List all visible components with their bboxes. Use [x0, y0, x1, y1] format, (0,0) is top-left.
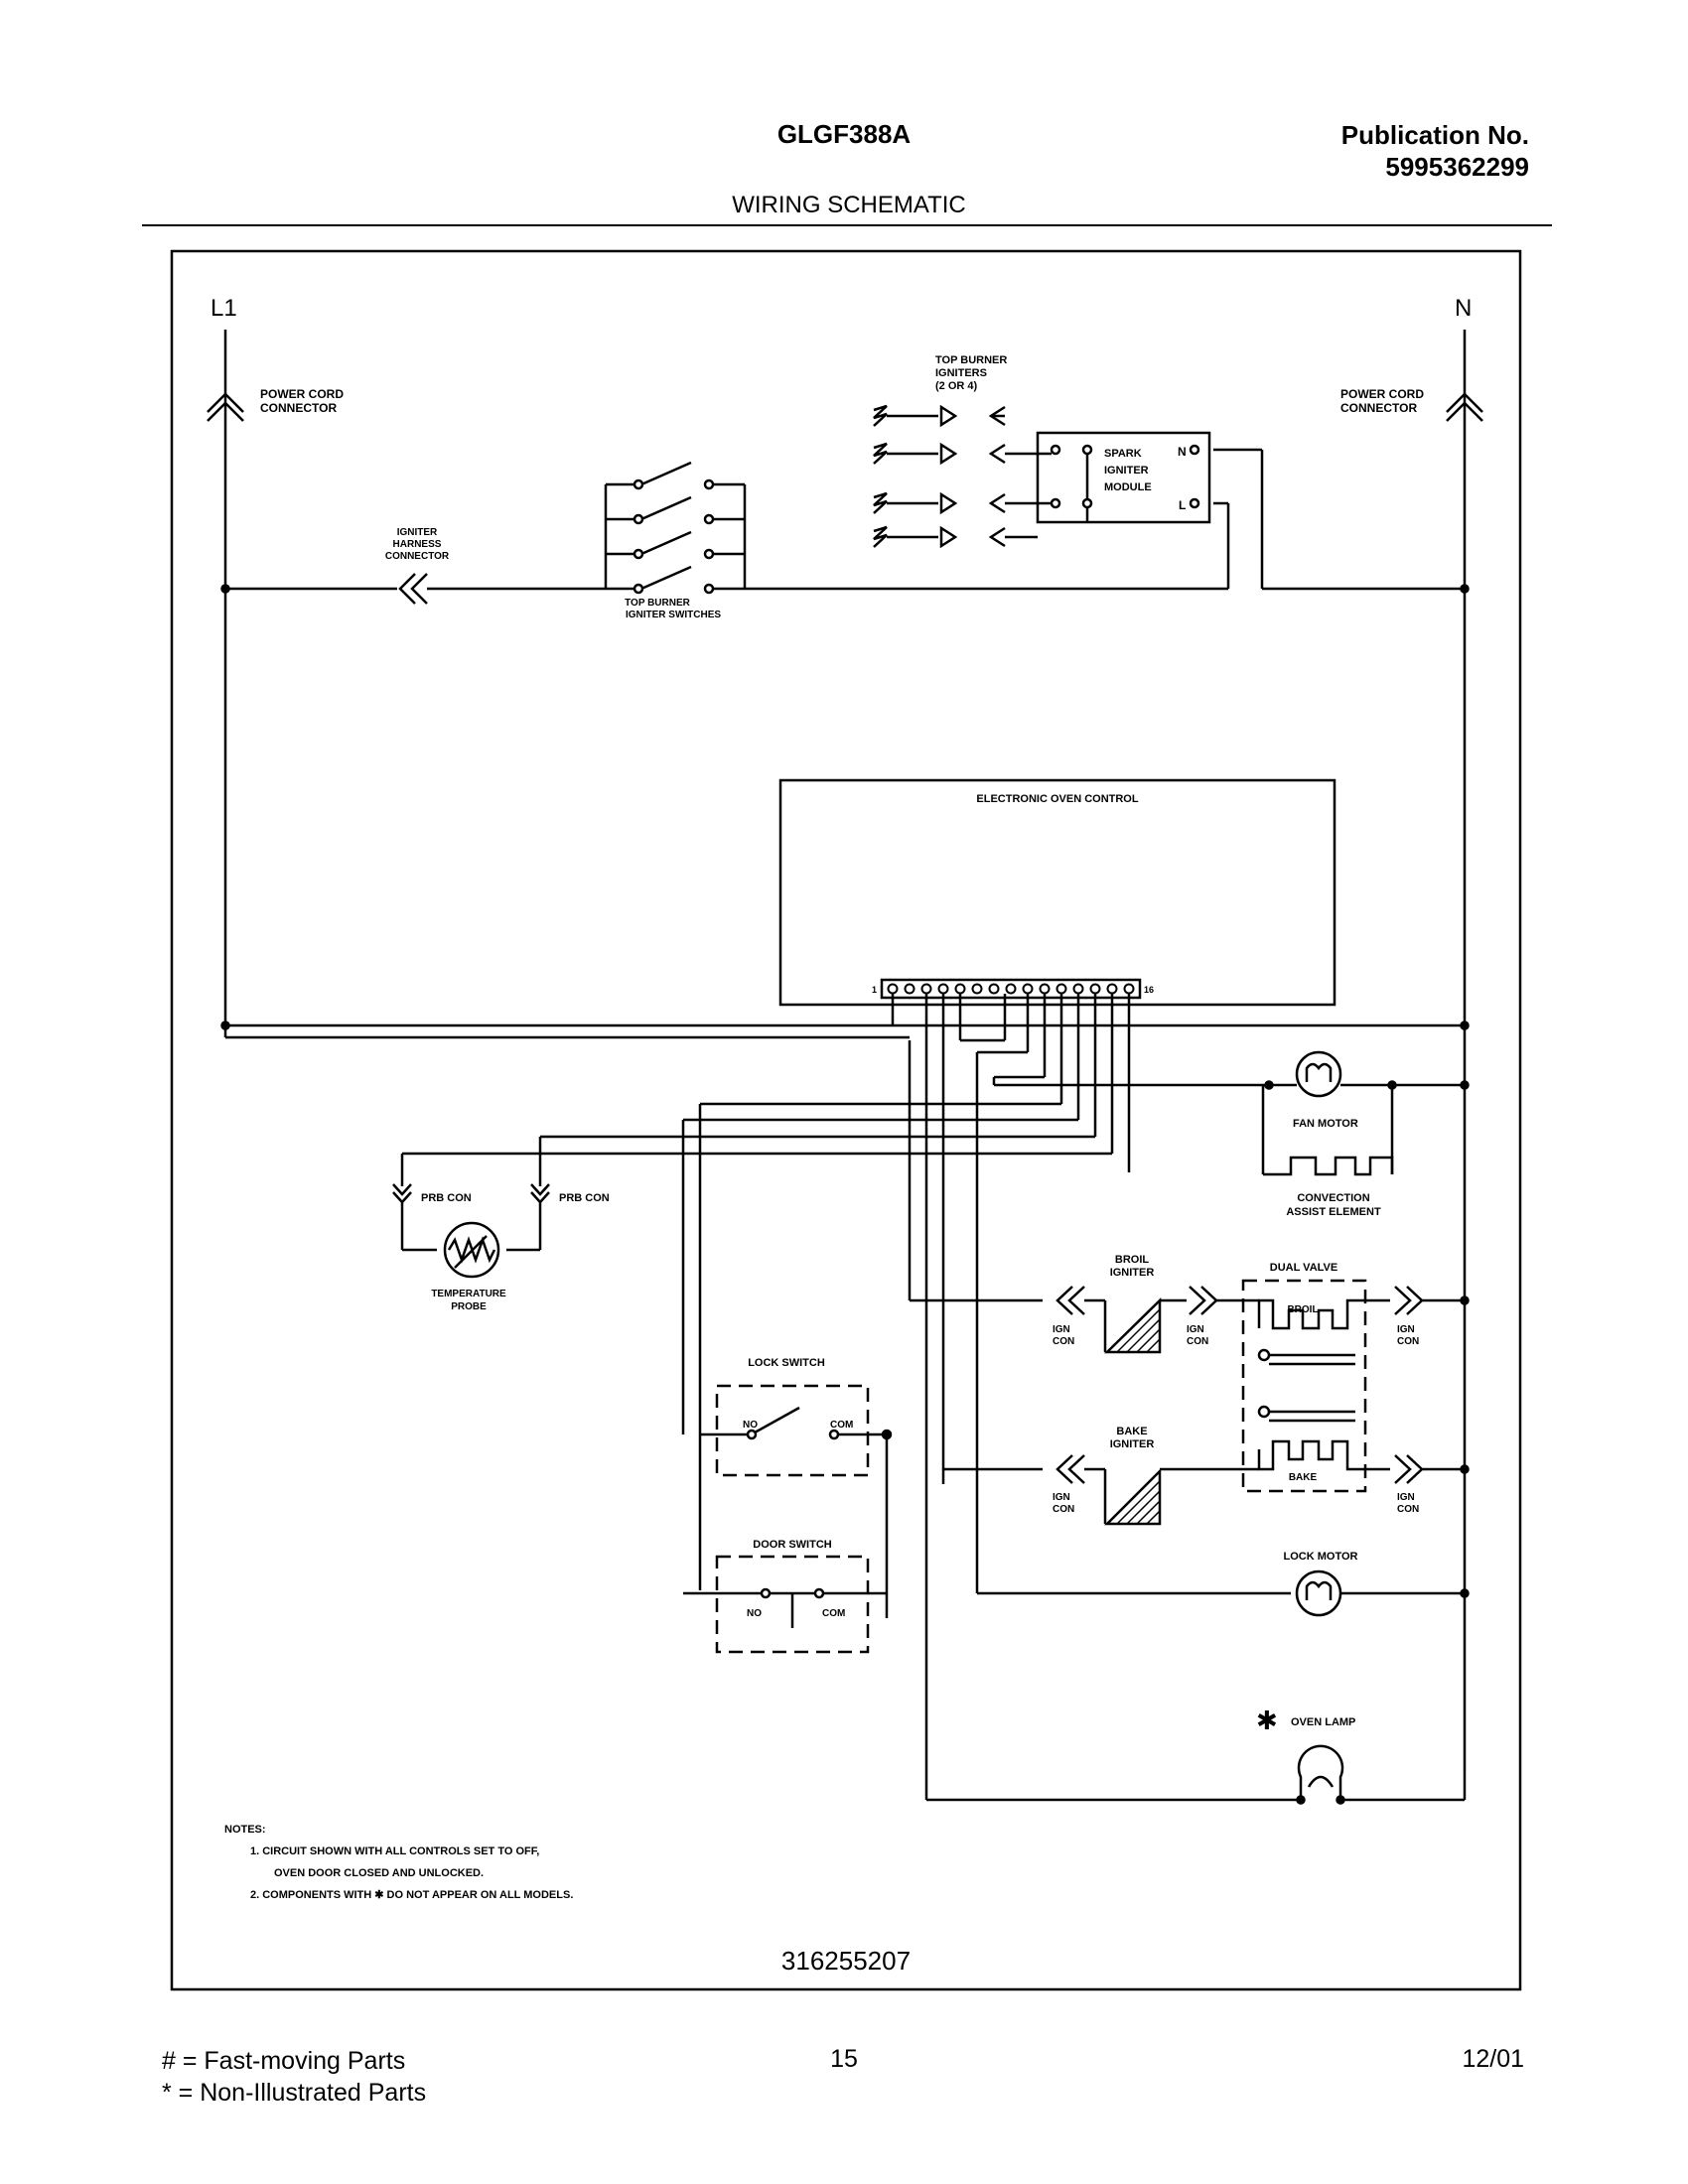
ign-con-3-line2: CON: [1397, 1336, 1419, 1347]
top-burner-switches-line1: TOP BURNER: [625, 598, 691, 609]
module-l-label: L: [1179, 498, 1186, 512]
door-switch: [715, 1555, 870, 1654]
door-switch-com-label: COM: [822, 1608, 845, 1619]
asterisk-icon: ✱: [1256, 1706, 1278, 1735]
header-rule: [142, 224, 1552, 226]
ign-con-3-line1: IGN: [1397, 1324, 1415, 1335]
note-line-1: 1. CIRCUIT SHOWN WITH ALL CONTROLS SET T…: [250, 1845, 539, 1857]
fan-motor-label: FAN MOTOR: [1293, 1118, 1358, 1130]
note-line-3: 2. COMPONENTS WITH ✱ DO NOT APPEAR ON AL…: [250, 1889, 573, 1901]
schematic-border: [170, 249, 1522, 1991]
igniter-harness-line2: HARNESS: [393, 539, 442, 550]
publication-label: Publication No.: [1340, 120, 1529, 150]
top-burner-igniters-line1: TOP BURNER: [935, 354, 1007, 366]
diagram-number: 316255207: [781, 1946, 911, 1976]
module-n-label: N: [1178, 445, 1187, 459]
publication-number: 5995362299: [1385, 152, 1529, 182]
dual-valve: [1241, 1279, 1367, 1493]
bake-igniter-line1: BAKE: [1116, 1426, 1147, 1437]
door-switch-no-label: NO: [747, 1608, 762, 1619]
ign-con-broil-mid: [1189, 1286, 1206, 1315]
l1-label: L1: [211, 295, 237, 322]
power-cord-left-line2: CONNECTOR: [260, 401, 337, 415]
footer-date: 12/01: [1462, 2045, 1524, 2073]
temp-probe-line2: PROBE: [451, 1301, 487, 1312]
power-cord-right-line2: CONNECTOR: [1340, 401, 1417, 415]
electronic-oven-control: [778, 778, 1336, 1007]
igniter-harness-connector: [398, 573, 416, 605]
broil-igniter-line1: BROIL: [1115, 1254, 1150, 1266]
top-burner-igniters: [873, 404, 1052, 549]
temp-probe-line1: TEMPERATURE: [431, 1289, 506, 1299]
top-burner-igniter-switches: [604, 461, 747, 595]
bake-coil: [1257, 1439, 1358, 1471]
ign-con-5-line2: CON: [1397, 1504, 1419, 1515]
top-burner-igniters-line3: (2 OR 4): [935, 380, 978, 392]
igniter-harness-line1: IGNITER: [397, 527, 438, 538]
n-label: N: [1455, 295, 1472, 322]
prb-con-left: [392, 1183, 412, 1196]
page-number: 15: [830, 2045, 858, 2073]
section-title: WIRING SCHEMATIC: [732, 192, 966, 218]
lock-switch-com-label: COM: [830, 1420, 853, 1431]
spark-module-line2: IGNITER: [1104, 465, 1149, 477]
igniter-harness-line3: CONNECTOR: [385, 551, 450, 562]
broil-igniter: [1103, 1297, 1162, 1354]
parts-legend: # = Fast-moving Parts * = Non-Illustrate…: [162, 2045, 426, 2109]
ign-con-broil-left: [1055, 1286, 1073, 1315]
spark-igniter-module: [1036, 431, 1211, 524]
broil-igniter-line2: IGNITER: [1110, 1267, 1155, 1279]
door-switch-label: DOOR SWITCH: [753, 1539, 831, 1551]
ign-con-4-line1: IGN: [1053, 1492, 1070, 1503]
bake-igniter: [1103, 1467, 1162, 1526]
lock-motor: [1295, 1570, 1342, 1617]
legend-fast-moving: # = Fast-moving Parts: [162, 2047, 406, 2075]
power-cord-connector-left: [207, 392, 244, 413]
convection-line2: ASSIST ELEMENT: [1286, 1206, 1381, 1218]
terminal-last-label: 16: [1144, 985, 1154, 995]
ign-con-bake-right: [1394, 1454, 1412, 1484]
broil-label: BROIL: [1287, 1304, 1318, 1315]
terminal-first-label: 1: [872, 985, 877, 995]
spark-module-line3: MODULE: [1104, 481, 1152, 493]
top-burner-igniters-line2: IGNITERS: [935, 367, 987, 379]
ign-con-2-line1: IGN: [1187, 1324, 1204, 1335]
legend-non-illustrated: * = Non-Illustrated Parts: [162, 2079, 427, 2107]
broil-coil: [1257, 1298, 1358, 1330]
power-cord-connector-right: [1446, 392, 1483, 413]
lock-switch: [715, 1384, 870, 1477]
lock-motor-label: LOCK MOTOR: [1284, 1551, 1358, 1563]
lock-switch-label: LOCK SWITCH: [748, 1357, 825, 1369]
oven-lamp: [1297, 1744, 1344, 1800]
top-burner-switches-line2: IGNITER SWITCHES: [626, 610, 721, 620]
fan-motor: [1295, 1050, 1342, 1098]
notes-title: NOTES:: [224, 1824, 266, 1836]
prb-con-left-label: PRB CON: [421, 1192, 472, 1204]
oven-lamp-label: OVEN LAMP: [1291, 1716, 1355, 1728]
oven-control-label: ELECTRONIC OVEN CONTROL: [976, 793, 1138, 805]
note-line-2: OVEN DOOR CLOSED AND UNLOCKED.: [274, 1867, 484, 1879]
ign-con-bake-left: [1055, 1454, 1073, 1484]
model-number: GLGF388A: [776, 119, 912, 149]
ign-con-5-line1: IGN: [1397, 1492, 1415, 1503]
power-cord-left-line1: POWER CORD: [260, 387, 344, 401]
ign-con-broil-right: [1394, 1286, 1412, 1315]
bake-igniter-line2: IGNITER: [1110, 1438, 1155, 1450]
ign-con-1-line2: CON: [1053, 1336, 1074, 1347]
power-cord-right-line1: POWER CORD: [1340, 387, 1424, 401]
ign-con-4-line2: CON: [1053, 1504, 1074, 1515]
publication-block: Publication No. 5995362299: [1341, 119, 1529, 183]
convection-line1: CONVECTION: [1297, 1192, 1369, 1204]
spark-module-line1: SPARK: [1104, 448, 1142, 460]
ign-con-1-line1: IGN: [1053, 1324, 1070, 1335]
prb-con-right: [530, 1183, 550, 1196]
dual-valve-label: DUAL VALVE: [1270, 1262, 1337, 1274]
bake-label: BAKE: [1289, 1472, 1318, 1483]
prb-con-right-label: PRB CON: [559, 1192, 610, 1204]
ign-con-2-line2: CON: [1187, 1336, 1208, 1347]
convection-assist-element: [1263, 1156, 1394, 1176]
control-terminal-block: [880, 978, 1142, 1000]
lock-switch-no-label: NO: [743, 1420, 758, 1431]
